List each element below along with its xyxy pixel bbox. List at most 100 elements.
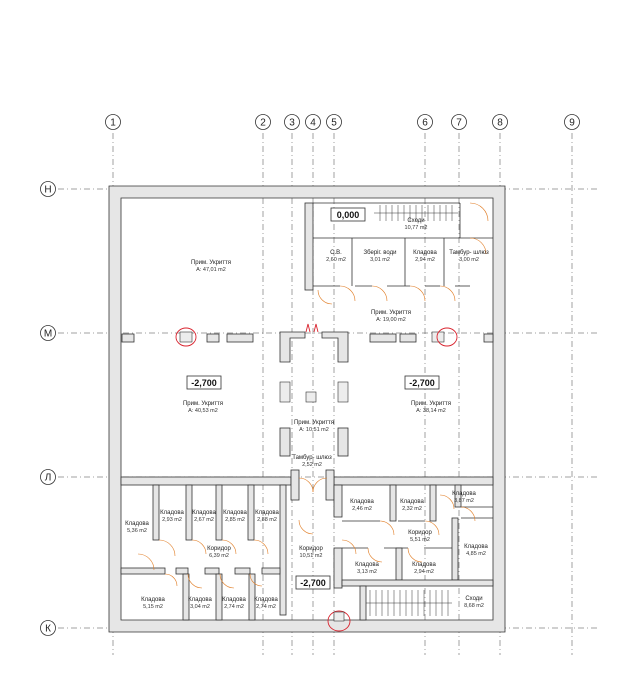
- room-name: Сходи: [407, 218, 424, 224]
- axis-marker-5: 5: [326, 114, 342, 130]
- room-area: 2,85 m2: [225, 517, 245, 523]
- svg-text:4: 4: [310, 118, 316, 129]
- svg-text:Л: Л: [45, 473, 52, 484]
- room-name: Кладова: [141, 597, 165, 603]
- room-area: 2,93 m2: [162, 517, 182, 523]
- room-name: Кладова: [188, 597, 212, 603]
- room-name: Прим. Укриття: [191, 260, 231, 266]
- room-area: 2,67 m2: [194, 517, 214, 523]
- doors: [137, 202, 489, 589]
- room-area: 10,77 m2: [405, 225, 428, 231]
- room-area: А: 38,14 m2: [416, 408, 446, 414]
- room-name: Кладова: [400, 499, 424, 505]
- room-area: 6,39 m2: [209, 553, 229, 559]
- axis-marker-4: 4: [305, 114, 321, 130]
- room-area: 3,87 m2: [454, 498, 474, 504]
- room-labels: Прим. Укриття А: 47,01 m2 Сходи 10,77 m2…: [125, 218, 489, 610]
- room-name: Прим. Укриття: [411, 401, 451, 407]
- room-name: Коридор: [299, 546, 323, 552]
- room-name: Зберіг. води: [364, 250, 397, 256]
- room-name: Кладова: [125, 521, 149, 527]
- room-area: 2,74 m2: [224, 604, 244, 610]
- room-area: 2,94 m2: [414, 569, 434, 575]
- room-area: 5,51 m2: [410, 537, 430, 543]
- room-name: Кладова: [413, 250, 437, 256]
- room-name: Кладова: [223, 510, 247, 516]
- axis-marker-3: 3: [284, 114, 300, 130]
- axis-marker-6: 6: [417, 114, 433, 130]
- room-area: 4,85 m2: [466, 551, 486, 557]
- room-area: 5,36 m2: [127, 528, 147, 534]
- room-name: Коридор: [207, 546, 231, 552]
- room-area: 2,88 m2: [257, 517, 277, 523]
- svg-text:3: 3: [289, 118, 295, 129]
- room-area: 5,15 m2: [143, 604, 163, 610]
- svg-text:8: 8: [497, 118, 503, 129]
- room-area: А: 40,53 m2: [188, 408, 218, 414]
- room-name: С.В.: [330, 250, 342, 256]
- axis-marker-9: 9: [564, 114, 580, 130]
- room-area: 2,52 m2: [302, 462, 322, 468]
- room-area: А: 47,01 m2: [196, 267, 226, 273]
- svg-text:Н: Н: [44, 185, 51, 196]
- svg-text:К: К: [45, 624, 51, 635]
- room-name: Тамбур- шлюз: [449, 250, 489, 256]
- axis-marker-k: К: [40, 620, 56, 636]
- room-name: Прим. Укриття: [294, 420, 334, 426]
- room-area: 3,01 m2: [370, 257, 390, 263]
- svg-text:-2,700: -2,700: [300, 578, 326, 588]
- room-area: 8,68 m2: [464, 603, 484, 609]
- room-name: Прим. Укриття: [371, 310, 411, 316]
- axis-marker-7: 7: [451, 114, 467, 130]
- room-area: 3,04 m2: [190, 604, 210, 610]
- room-name: Кладова: [355, 562, 379, 568]
- room-name: Тамбур- шлюз: [292, 455, 332, 461]
- svg-text:2: 2: [260, 118, 266, 129]
- svg-text:1: 1: [110, 118, 116, 129]
- svg-text:5: 5: [331, 118, 337, 129]
- level-mark-left: -2,700: [186, 375, 222, 390]
- room-name: Сходи: [465, 596, 482, 602]
- svg-text:6: 6: [422, 118, 428, 129]
- room-name: Коридор: [408, 530, 432, 536]
- room-name: Кладова: [160, 510, 184, 516]
- svg-text:7: 7: [456, 118, 462, 129]
- room-area: 3,00 m2: [459, 257, 479, 263]
- room-name: Кладова: [222, 597, 246, 603]
- interior-walls: [120, 202, 494, 621]
- room-area: А: 19,00 m2: [376, 317, 406, 323]
- stairs-top: [374, 205, 458, 221]
- svg-text:9: 9: [569, 118, 575, 129]
- room-name: Прим. Укриття: [183, 401, 223, 407]
- room-area: А: 10,51 m2: [299, 427, 329, 433]
- room-area: 10,51 m2: [300, 553, 323, 559]
- svg-text:-2,700: -2,700: [409, 378, 435, 388]
- axis-marker-m: М: [40, 325, 56, 341]
- level-mark-right: -2,700: [404, 375, 440, 390]
- room-name: Кладова: [412, 562, 436, 568]
- room-name: Кладова: [452, 491, 476, 497]
- red-markers: [175, 323, 458, 632]
- level-mark-bottom: -2,700: [295, 575, 331, 590]
- room-area: 2,60 m2: [326, 257, 346, 263]
- stairs-bottom: [366, 590, 452, 616]
- room-area: 2,46 m2: [352, 506, 372, 512]
- room-area: 2,94 m2: [415, 257, 435, 263]
- room-name: Кладова: [350, 499, 374, 505]
- axis-marker-8: 8: [492, 114, 508, 130]
- room-area: 3,13 m2: [357, 569, 377, 575]
- level-mark-0: 0,000: [330, 207, 366, 222]
- axis-marker-2: 2: [255, 114, 271, 130]
- room-name: Кладова: [254, 597, 278, 603]
- svg-text:0,000: 0,000: [337, 210, 360, 220]
- axis-marker-1: 1: [105, 114, 121, 130]
- room-area: 2,32 m2: [402, 506, 422, 512]
- room-name: Кладова: [464, 544, 488, 550]
- room-area: 2,74 m2: [256, 604, 276, 610]
- room-name: Кладова: [192, 510, 216, 516]
- svg-text:М: М: [44, 329, 52, 340]
- axis-marker-l: Л: [40, 469, 56, 485]
- room-name: Кладова: [255, 510, 279, 516]
- axis-marker-n: Н: [40, 181, 56, 197]
